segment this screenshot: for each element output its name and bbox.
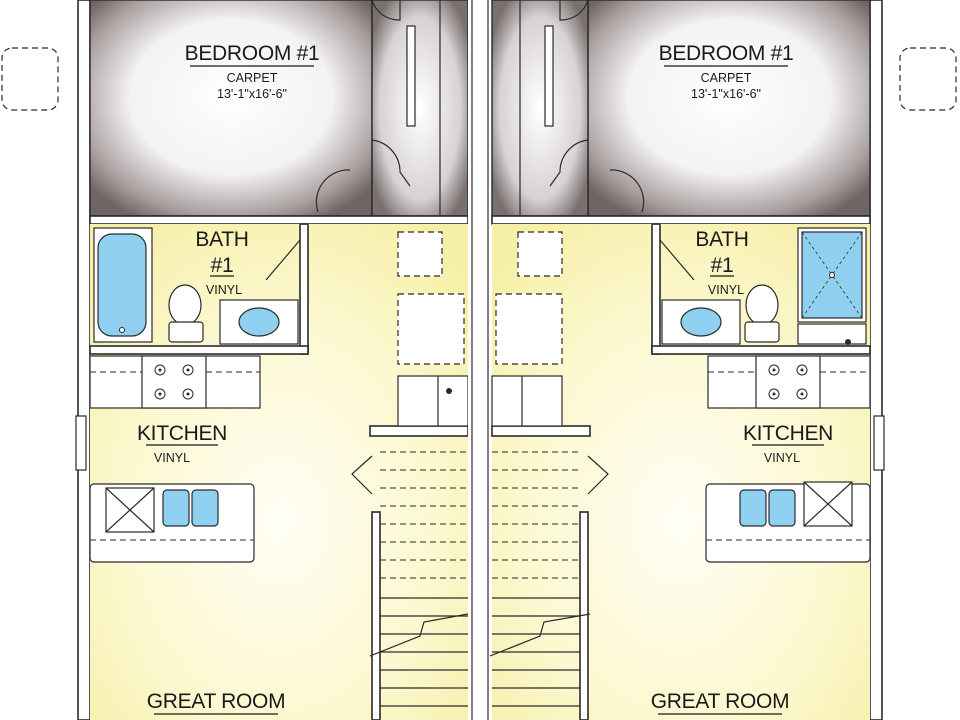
right-bedroom-door-swing bbox=[609, 169, 645, 213]
right-bath-south-wall bbox=[651, 345, 871, 355]
left-bath-floor-label: VINYL bbox=[206, 283, 242, 297]
right-bath-door bbox=[659, 239, 695, 281]
left-kitchen-label: KITCHEN bbox=[137, 422, 227, 445]
left-kitchen-window bbox=[75, 415, 87, 471]
left-utility-closet bbox=[397, 375, 469, 427]
right-exterior-outline bbox=[899, 47, 957, 111]
right-landing-angle bbox=[587, 455, 609, 495]
left-bath-south-wall bbox=[89, 345, 309, 355]
left-closet-door-swing-2 bbox=[371, 139, 411, 187]
left-great-room-label: GREAT ROOM bbox=[147, 690, 286, 713]
right-kitchen-floor-label: VINYL bbox=[764, 451, 800, 465]
right-closet-shelf bbox=[544, 25, 554, 127]
right-kitchen-label: KITCHEN bbox=[743, 422, 833, 445]
right-sink-basin-1 bbox=[739, 489, 767, 527]
left-bathtub-basin bbox=[97, 233, 147, 337]
right-toilet-tank bbox=[744, 321, 780, 343]
right-bedroom-south-wall bbox=[491, 215, 871, 225]
left-bedroom-floor-label: CARPET bbox=[227, 71, 278, 85]
left-sink-basin-2 bbox=[191, 489, 219, 527]
left-toilet-bowl bbox=[168, 284, 202, 326]
left-bath-east-wall bbox=[299, 223, 309, 355]
right-bath-floor-label: VINYL bbox=[708, 283, 744, 297]
left-tub-drain-icon bbox=[119, 327, 125, 333]
left-bedroom-label: BEDROOM #1 bbox=[185, 42, 320, 65]
left-stair-treads bbox=[369, 451, 469, 707]
left-bedroom-south-wall bbox=[89, 215, 469, 225]
left-hall-wall bbox=[369, 425, 469, 437]
right-stair-treads bbox=[489, 451, 591, 707]
left-range bbox=[141, 355, 207, 409]
left-sink-icon bbox=[238, 307, 280, 337]
right-closet bbox=[491, 0, 589, 217]
right-stair-landing bbox=[495, 293, 563, 365]
left-sink-basin-1 bbox=[162, 489, 190, 527]
left-exterior-outline bbox=[1, 47, 59, 111]
right-utility-closet bbox=[491, 375, 563, 427]
right-shower-seat bbox=[797, 323, 867, 345]
left-bath-door bbox=[265, 239, 301, 281]
right-shower-drain-icon bbox=[829, 272, 835, 278]
left-exterior-wall bbox=[77, 0, 91, 720]
right-great-room-label: GREAT ROOM bbox=[651, 690, 790, 713]
right-bedroom-label: BEDROOM #1 bbox=[659, 42, 794, 65]
left-bath-label-line2: #1 bbox=[211, 254, 234, 277]
left-bedroom-dimensions: 13'-1"x16'-6" bbox=[217, 87, 287, 101]
right-bedroom-floor-label: CARPET bbox=[701, 71, 752, 85]
left-toilet-tank bbox=[168, 321, 204, 343]
right-bedroom-floor bbox=[587, 0, 871, 217]
right-bath-label-line1: BATH bbox=[695, 228, 748, 251]
right-range bbox=[755, 355, 821, 409]
left-closet-shelf bbox=[406, 25, 416, 127]
left-stair-wall bbox=[371, 511, 381, 720]
right-unit: BEDROOM #1 CARPET 13'-1"x16'-6" BATH #1 … bbox=[489, 0, 885, 720]
left-bath-label-line1: BATH bbox=[195, 228, 248, 251]
right-bath-west-wall bbox=[651, 223, 661, 355]
left-unit: BEDROOM #1 CARPET 13'-1"x16'-6" BATH #1 … bbox=[75, 0, 469, 720]
right-hall-closet-dashed bbox=[517, 231, 563, 277]
right-hall-wall bbox=[491, 425, 591, 437]
left-closet bbox=[371, 0, 469, 217]
right-kitchen-window bbox=[873, 415, 885, 471]
left-bedroom-floor bbox=[89, 0, 373, 217]
left-closet-door-swing-1 bbox=[371, 0, 401, 21]
left-hall-closet-dashed bbox=[397, 231, 443, 277]
left-bedroom-door-swing bbox=[315, 169, 351, 213]
right-sink-basin-2 bbox=[768, 489, 796, 527]
left-landing-angle bbox=[351, 455, 373, 495]
left-stair-landing bbox=[397, 293, 465, 365]
right-bedroom-dimensions: 13'-1"x16'-6" bbox=[691, 87, 761, 101]
left-kitchen-floor-label: VINYL bbox=[154, 451, 190, 465]
right-sink-icon bbox=[680, 307, 722, 337]
right-exterior-wall bbox=[869, 0, 883, 720]
right-toilet-bowl bbox=[745, 284, 779, 326]
right-bath-label-line2: #1 bbox=[711, 254, 734, 277]
